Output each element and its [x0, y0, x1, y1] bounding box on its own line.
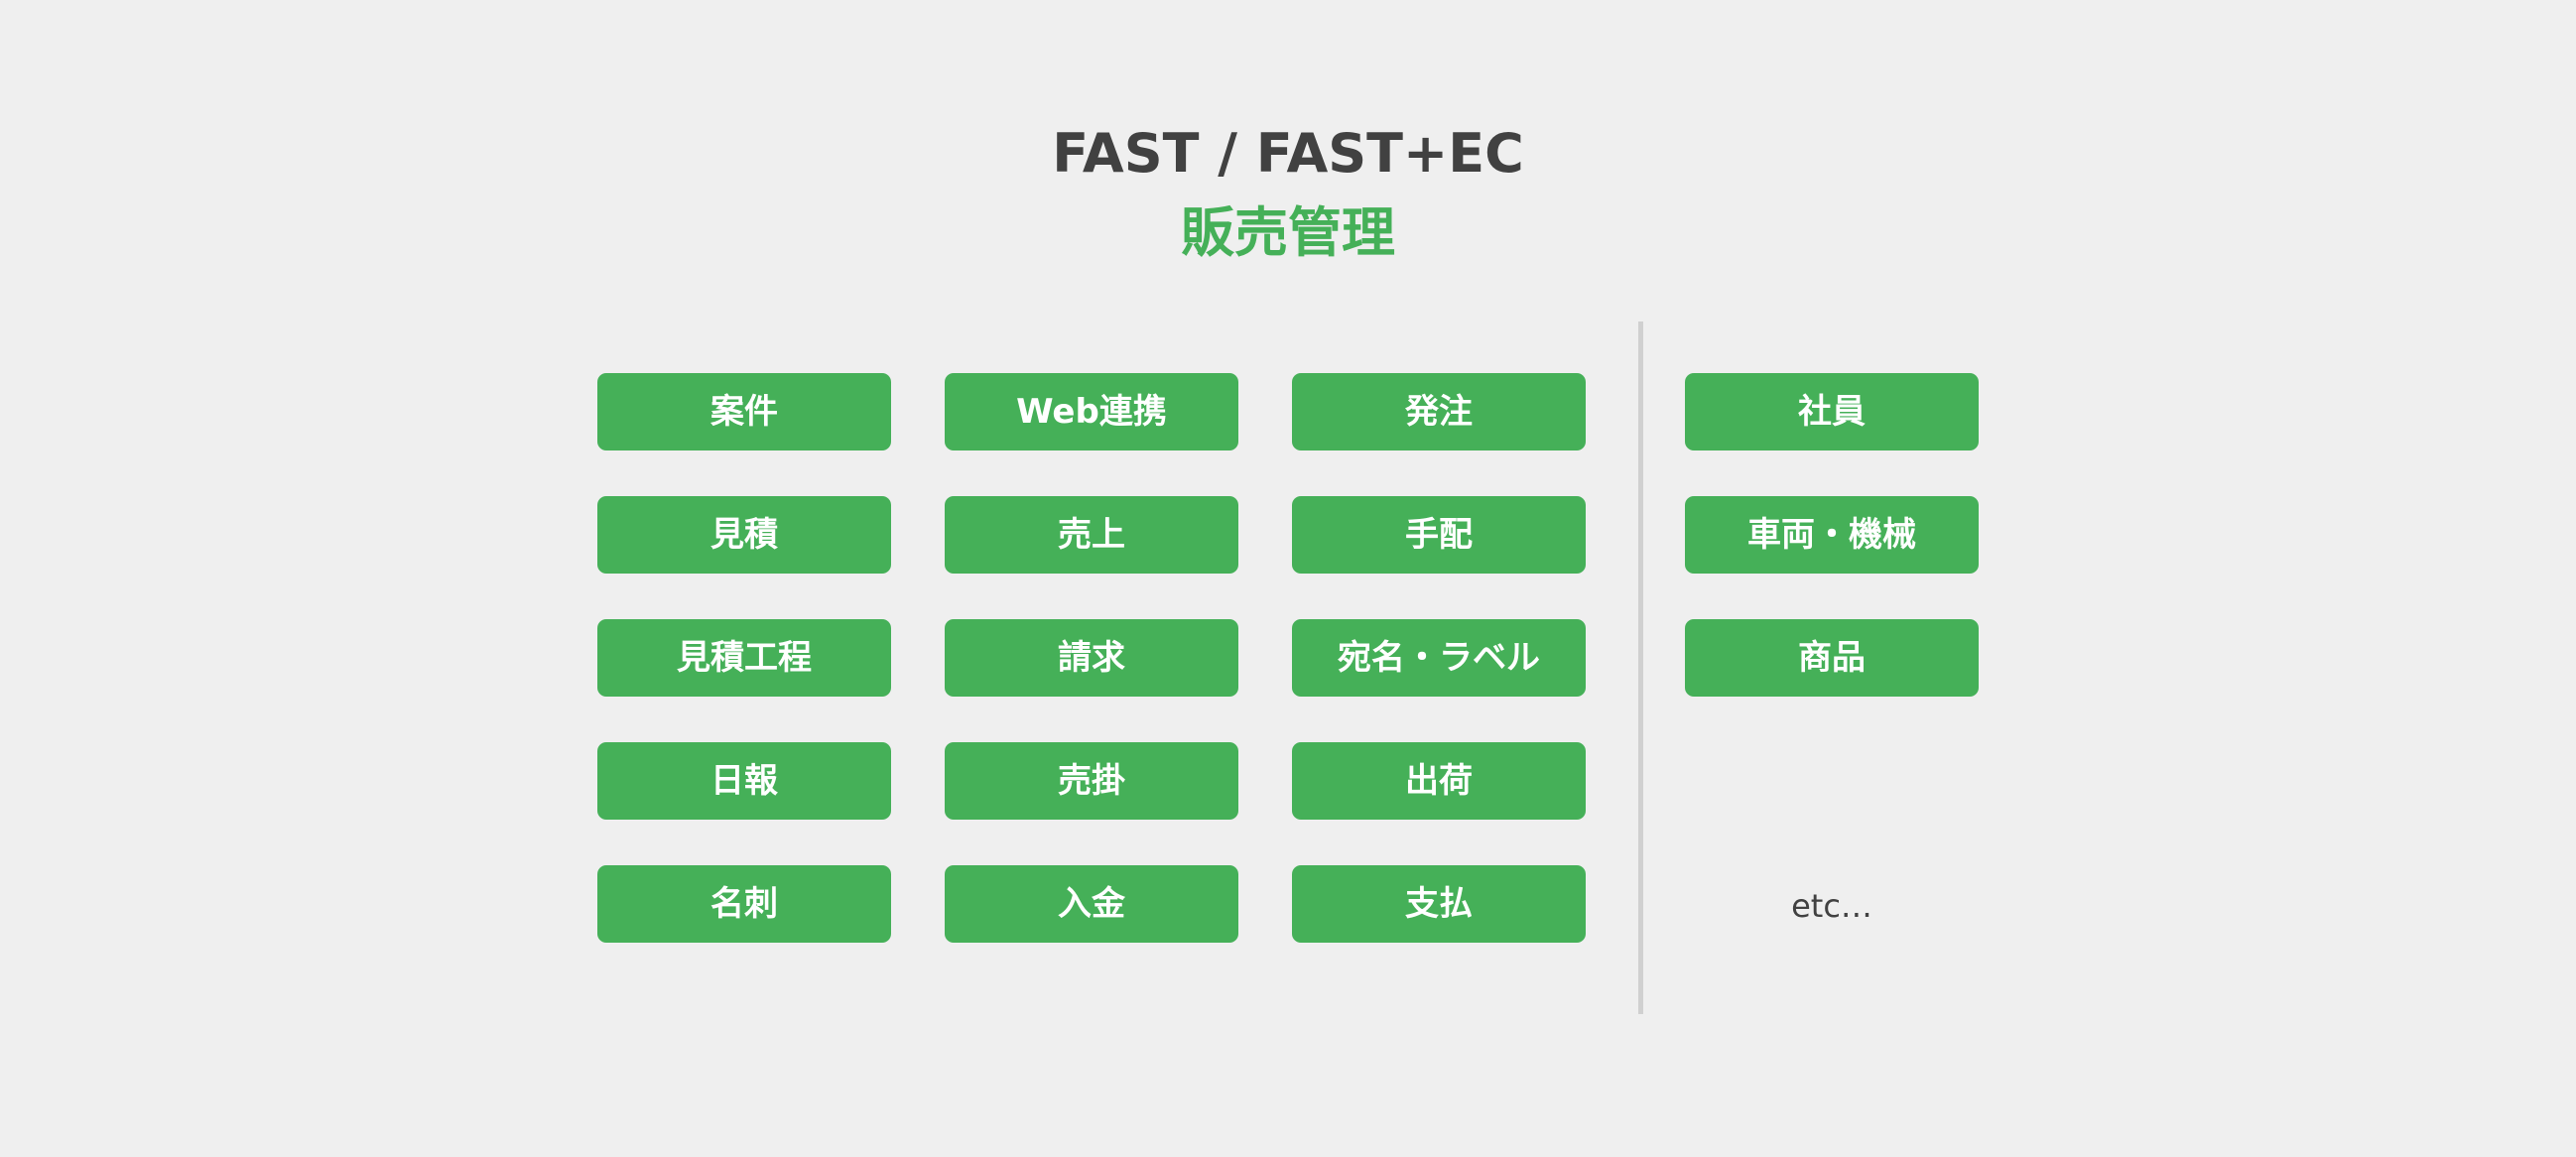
module-button-hacchu[interactable]: 発注 [1292, 373, 1586, 450]
module-button-seikyu[interactable]: 請求 [945, 619, 1238, 697]
module-button-shohin[interactable]: 商品 [1685, 619, 1979, 697]
module-button-uriage[interactable]: 売上 [945, 496, 1238, 574]
page-title: FAST / FAST+EC [1052, 122, 1524, 185]
module-button-shiharai[interactable]: 支払 [1292, 865, 1586, 943]
module-button-mitsumori[interactable]: 見積 [597, 496, 891, 574]
column-divider [1638, 321, 1643, 1014]
page-subtitle: 販売管理 [1181, 201, 1395, 264]
module-button-urikake[interactable]: 売掛 [945, 742, 1238, 820]
module-button-atena-label[interactable]: 宛名・ラベル [1292, 619, 1586, 697]
module-button-nyukin[interactable]: 入金 [945, 865, 1238, 943]
module-button-tehai[interactable]: 手配 [1292, 496, 1586, 574]
module-button-web-renkei[interactable]: Web連携 [945, 373, 1238, 450]
module-button-sharyo-kikai[interactable]: 車両・機械 [1685, 496, 1979, 574]
module-button-shain[interactable]: 社員 [1685, 373, 1979, 450]
module-button-shukka[interactable]: 出荷 [1292, 742, 1586, 820]
module-button-nippou[interactable]: 日報 [597, 742, 891, 820]
module-button-meishi[interactable]: 名刺 [597, 865, 891, 943]
module-button-anken[interactable]: 案件 [597, 373, 891, 450]
etc-label: etc… [1791, 887, 1872, 925]
module-button-mitsumori-koutei[interactable]: 見積工程 [597, 619, 891, 697]
